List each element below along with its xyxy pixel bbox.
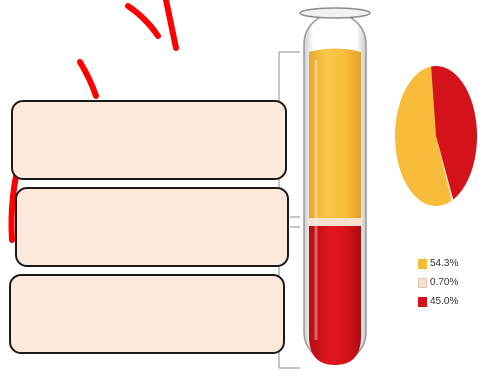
legend-swatch-buffy-coat [418,277,427,288]
label-box-red-cells[interactable] [9,274,285,354]
legend-label-red-cells: 45.0% [430,296,459,307]
annotation-stroke-top-right [163,0,179,51]
legend-item-red-cells: 45.0% [418,292,458,311]
label-box-plasma[interactable] [11,100,287,180]
legend-item-plasma: 54.3% [418,254,458,273]
annotation-stroke-middle [77,59,99,99]
buffy-coat-layer [309,218,361,226]
legend-swatch-plasma [418,258,427,269]
red-cell-layer [309,226,361,365]
pie-slice-plasma [395,66,452,206]
pie-chart [395,65,478,206]
annotation-stroke-top [125,3,161,39]
legend-label-buffy-coat: 0.70% [430,277,459,288]
tube-rim [299,7,371,19]
legend-item-buffy-coat: 0.70% [418,273,458,292]
pie-slice-buffy-coat [436,136,454,201]
legend-swatch-red-cells [418,296,427,307]
pie-legend: 54.3% 0.70% 45.0% [418,254,458,311]
test-tube [299,7,371,365]
legend-label-plasma: 54.3% [430,258,459,269]
label-box-buffy-coat[interactable] [15,187,289,267]
plasma-layer [309,48,361,218]
pie-slice-red-cells [431,65,478,200]
